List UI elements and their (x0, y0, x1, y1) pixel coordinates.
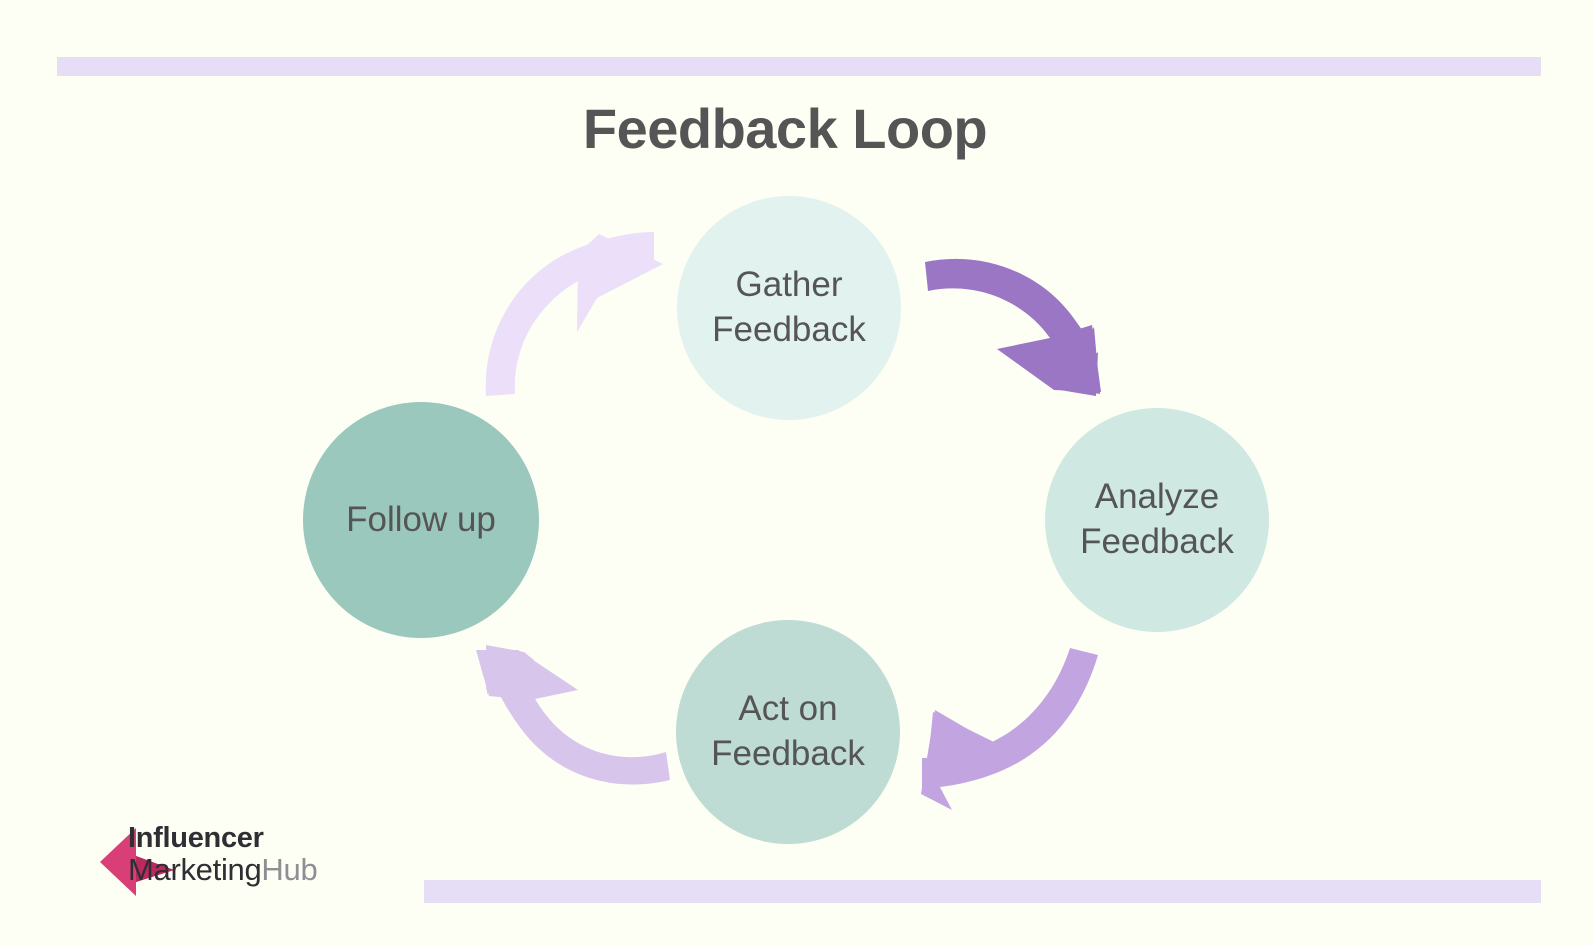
node-act-on-feedback[interactable]: Act on Feedback (676, 620, 900, 844)
arrow-analyze-to-act-icon (921, 648, 1098, 810)
logo-line-influencer: Influencer (128, 822, 264, 854)
node-follow-up-label: Follow up (346, 499, 496, 539)
node-follow-up[interactable]: Follow up (303, 402, 539, 638)
logo-arrow-icon (100, 828, 174, 896)
top-divider-bar (57, 57, 1541, 76)
node-act-on-feedback-label: Act on Feedback (711, 689, 865, 773)
node-analyze-feedback-label: Analyze Feedback (1080, 477, 1234, 561)
arrow-gather-to-analyze-icon (925, 258, 1101, 396)
arrow-act-to-follow-icon (476, 645, 670, 785)
bottom-divider-bar (424, 880, 1541, 903)
node-gather-feedback[interactable]: Gather Feedback (677, 196, 901, 420)
logo-marketing-text: Marketing (128, 852, 262, 888)
influencer-marketing-hub-logo: Influencer MarketingHub (98, 822, 398, 902)
arrow-follow-to-gather-icon (485, 232, 663, 396)
page-title: Feedback Loop (582, 97, 988, 160)
logo-wordmark: Influencer MarketingHub (128, 822, 398, 888)
logo-hub-text: Hub (261, 852, 318, 888)
node-analyze-feedback[interactable]: Analyze Feedback (1045, 408, 1269, 632)
logo-line-marketinghub: MarketingHub (128, 853, 398, 888)
node-gather-feedback-label: Gather Feedback (712, 265, 866, 349)
